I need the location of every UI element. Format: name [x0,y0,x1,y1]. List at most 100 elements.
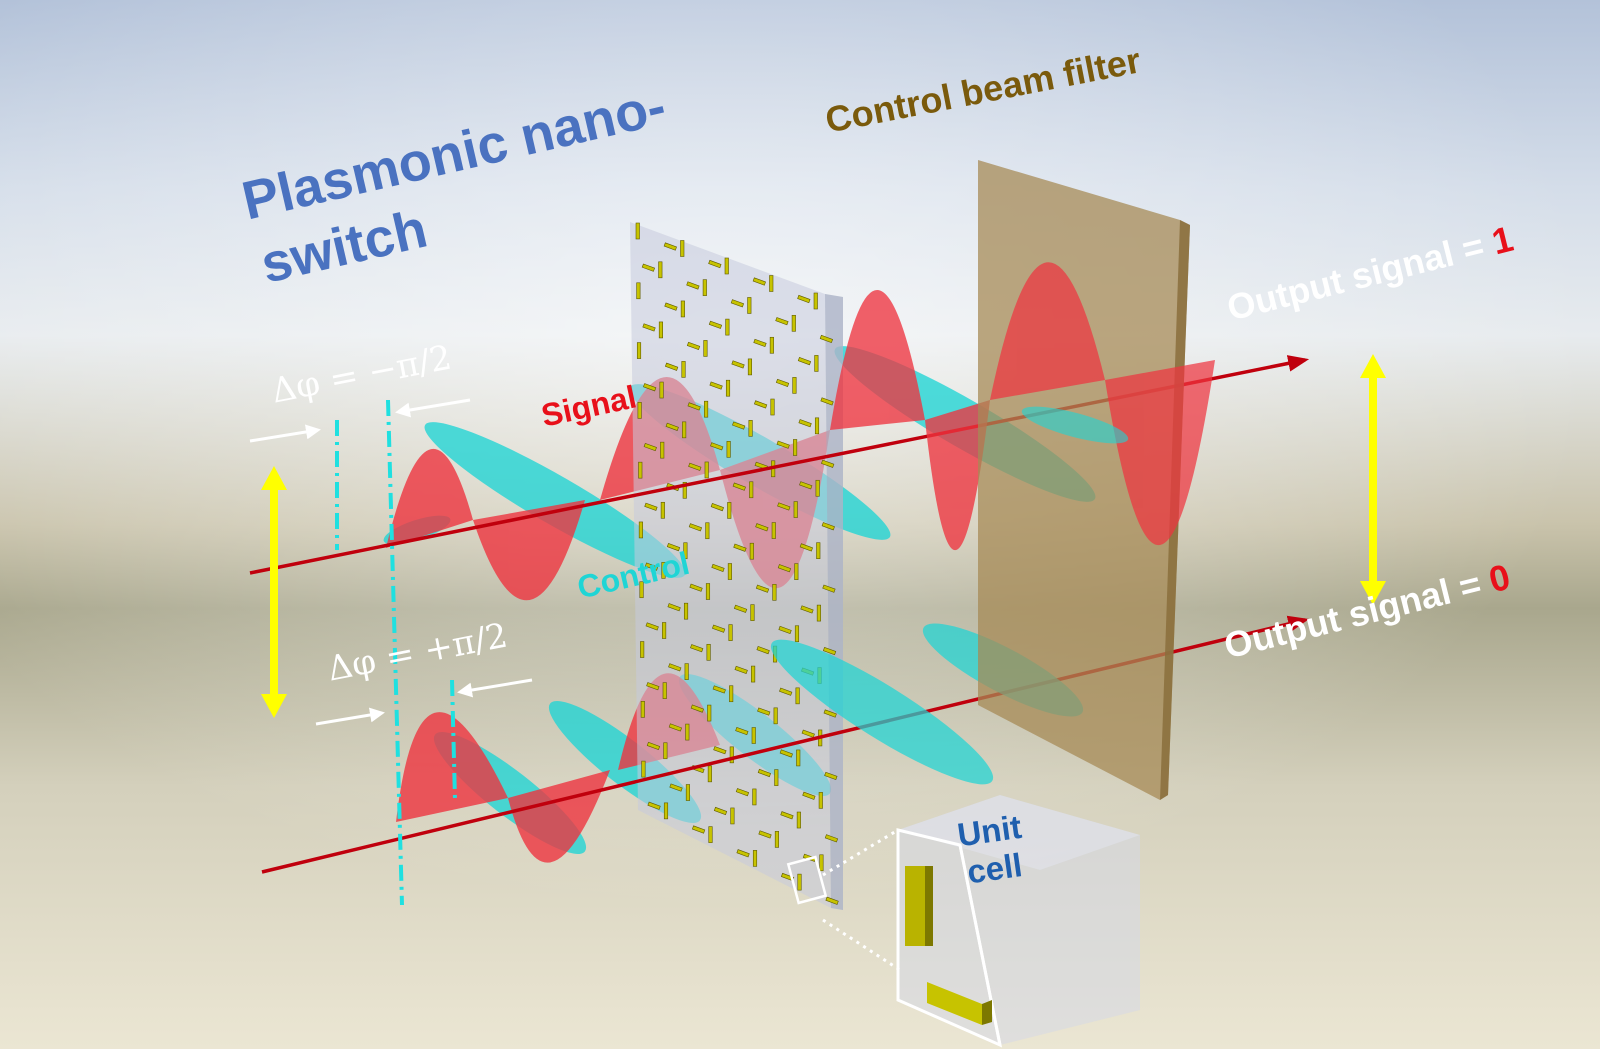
antenna-element [661,562,666,579]
antenna-element [793,439,798,456]
antenna-element [664,362,679,371]
antenna-element [712,624,726,633]
antenna-element [643,442,657,452]
upper-signal-wave-transmitted [830,289,990,551]
phase-arrow-bottom-right [457,678,533,698]
antenna-element [662,622,667,639]
antenna-element [663,802,669,820]
antenna-element [660,441,665,459]
antenna-element [823,709,837,718]
antenna-element [816,604,821,622]
antenna-element [796,811,801,829]
antenna-element [749,542,754,560]
antenna-element [795,687,800,705]
antenna-element [713,746,727,755]
antenna-element [753,400,768,409]
antenna-element [668,723,683,732]
antenna-element [637,402,642,419]
antenna-element [797,873,802,891]
antenna-element [749,481,754,499]
antenna-element [688,523,703,532]
antenna-element [685,784,690,801]
metasurface-slab [630,222,843,910]
antenna-element [792,377,797,394]
antenna-element [680,300,685,318]
antenna-element [798,419,812,428]
antenna-element [690,644,704,653]
antenna-element [686,341,701,351]
antenna-element [773,707,778,725]
antenna-element [732,421,746,430]
antenna-element [665,422,679,431]
antenna-element [821,459,835,468]
antenna-element [728,624,733,641]
antenna-array [635,222,839,905]
antenna-element [791,314,796,332]
antenna-element [635,222,640,240]
antenna-element [753,338,767,348]
antenna-element [683,602,689,620]
antenna-element [708,259,722,269]
antenna-element [646,741,661,751]
antenna-element [641,760,646,778]
antenna-element [733,543,747,552]
antenna-element [813,292,818,310]
antenna-element [821,522,835,531]
antenna-element [664,302,678,311]
antenna-element [816,542,821,559]
antenna-element [708,826,713,843]
antenna-element [736,849,750,858]
phase-arrow-bottom-left [315,707,385,726]
antenna-element [707,765,712,783]
antenna-element [639,581,644,599]
antenna-element [646,682,660,691]
antenna-element [638,461,643,479]
antenna-element [779,749,793,758]
antenna-element [775,317,789,326]
antenna-element [691,825,706,834]
phase-marker-line-2 [386,399,404,906]
unit-cell-zoom [786,795,1140,1048]
antenna-element [822,584,836,593]
antenna-element [779,687,793,696]
antenna-element [735,788,750,797]
antenna-element [780,811,794,820]
antenna-element [752,788,757,806]
antenna-element [751,665,756,683]
antenna-element [770,398,775,416]
antenna-element [755,584,770,593]
antenna-element [712,685,726,694]
antenna-element [775,378,790,387]
antenna-element [771,522,776,539]
antenna-element [705,522,710,540]
antenna-element [756,646,770,655]
antenna-element [801,729,815,738]
antenna-element [668,663,682,672]
antenna-element [825,896,839,905]
antenna-element [799,543,813,552]
antenna-element [680,240,685,257]
antenna-element [729,746,734,764]
phase-arrow-top-right [395,398,471,418]
antenna-element [752,850,758,867]
antenna-element [769,275,774,292]
antenna-element [707,704,712,722]
antenna-element [747,358,752,376]
antenna-element [797,357,812,366]
antenna-element [713,806,728,816]
antenna-element [727,502,732,519]
antenna-element [684,663,689,680]
antenna-element [687,402,701,411]
antenna-element [755,523,769,532]
antenna-element [750,604,755,621]
antenna-element [731,360,745,369]
antenna-element [769,336,774,354]
antenna-element [814,355,819,372]
unit-cell-label: Unit cell [955,808,1029,892]
antenna-element [688,462,702,471]
antenna-element [709,381,723,390]
antenna-element [758,830,772,839]
antenna-element [660,501,665,519]
antenna-element [797,294,811,304]
antenna-element [822,646,837,656]
